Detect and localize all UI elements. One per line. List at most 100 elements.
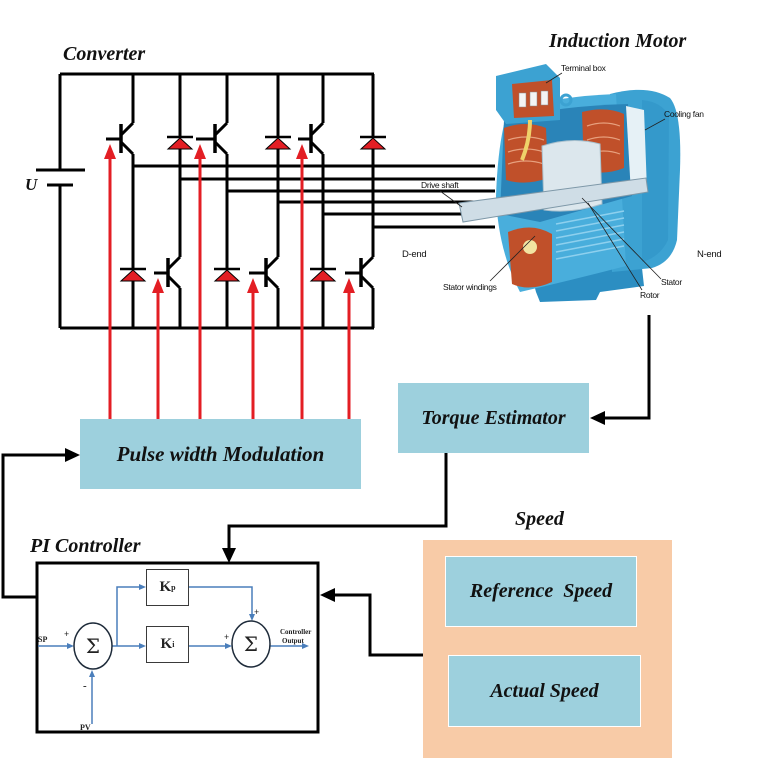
label-drive-shaft: Drive shaft: [421, 180, 459, 190]
arrowhead-into-pwm: [65, 448, 80, 462]
lower-diode-1: [119, 267, 147, 282]
transistor-collector-emitter-leads: [119, 121, 135, 156]
speed-title: Speed: [515, 508, 564, 530]
torque-estimator-block: Torque Estimator: [398, 383, 589, 453]
arrowhead-into-pi-top: [222, 548, 236, 563]
arrowhead-output: [302, 643, 309, 649]
connector-arrowheads: [65, 411, 605, 602]
inverter-leg-1: [106, 74, 194, 328]
pv-sign: -: [83, 680, 87, 692]
arrowhead-sum2-top: [249, 614, 255, 621]
stator-winding-lower: [508, 227, 552, 288]
gate-arrowhead: [194, 144, 206, 159]
pwm-block: Pulse width Modulation: [80, 419, 361, 489]
converter-title: Converter: [63, 43, 146, 65]
inverter-leg-2: [196, 74, 292, 328]
winding-end-ring: [523, 240, 537, 254]
ki-subscript: i: [172, 640, 175, 649]
gate-arrow-lower-1: [152, 278, 164, 419]
transistor-collector-emitter-leads: [359, 255, 375, 290]
leader-rotor: [587, 202, 643, 291]
gate-arrowhead: [104, 144, 116, 159]
gate-arrowhead: [343, 278, 355, 293]
gate-arrow-lower-2: [247, 278, 259, 419]
controller-output-label-line1: Controller: [280, 628, 311, 636]
pi-to-pwm-feedback-line: [1, 453, 66, 599]
arrowhead-into-torque-estimator: [590, 411, 605, 425]
label-rotor: Rotor: [640, 290, 660, 300]
terminals: [518, 90, 549, 108]
label-n-end: N-end: [697, 249, 721, 260]
gate-arrow-upper-3: [296, 144, 308, 419]
power-cable: [520, 119, 532, 161]
diode-triangle: [119, 269, 147, 282]
pv-label: PV: [80, 723, 91, 732]
fan-cover-shade: [642, 100, 669, 262]
leader-stator: [581, 197, 662, 280]
sum-symbol-2: Σ: [244, 632, 258, 656]
gate-arrowhead: [296, 144, 308, 159]
lower-diode-3: [309, 267, 337, 282]
label-cooling-fan: Cooling fan: [664, 109, 704, 119]
arrowhead-ki-in: [139, 643, 146, 649]
kp-subscript: p: [171, 583, 176, 592]
ki-sign: +: [224, 632, 229, 642]
label-terminal-box: Terminal box: [561, 63, 607, 73]
kp-to-sum2-line: [189, 586, 253, 615]
eye-bolt: [559, 93, 573, 107]
kp-sign: +: [254, 607, 259, 617]
transistor-collector-emitter-leads: [166, 255, 182, 290]
upper-diode-2: [264, 135, 292, 150]
transistor-collector-emitter-leads: [309, 121, 325, 156]
speed-to-pi-line: [333, 593, 423, 657]
actual-speed-block: Actual Speed: [448, 655, 641, 727]
leader-cooling-fan: [644, 118, 666, 131]
induction-motor-title: Induction Motor: [549, 30, 687, 52]
inverter-legs: [106, 74, 387, 328]
cooling-fan: [626, 106, 647, 194]
diode-triangle: [213, 269, 241, 282]
gate-arrowhead: [247, 278, 259, 293]
arrowhead-sum2-left: [225, 643, 232, 649]
pi-signal-lines: [38, 586, 303, 724]
gate-arrowhead: [152, 278, 164, 293]
transistor-collector-emitter-leads: [213, 121, 229, 156]
label-stator: Stator: [661, 277, 682, 287]
gate-arrow-upper-2: [194, 144, 206, 419]
signal-connectors: [1, 315, 651, 657]
lower-transistor-1: [154, 255, 182, 290]
sp-sign: +: [64, 629, 69, 639]
ki-symbol: K: [160, 636, 173, 652]
phase-output-lines: [133, 164, 495, 229]
sp-label: SP: [38, 635, 47, 644]
upper-transistor-1: [106, 121, 135, 156]
summing-junction-2: [231, 620, 271, 668]
upper-transistor-3: [298, 121, 325, 156]
upper-diode-1: [166, 135, 194, 150]
arrowhead-pv: [89, 670, 95, 677]
label-d-end: D-end: [402, 249, 426, 260]
torque-to-pi-line: [227, 453, 448, 550]
arrowhead-sp: [67, 643, 74, 649]
lower-diode-2: [213, 267, 241, 282]
label-stator-windings: Stator windings: [443, 282, 497, 292]
arrowhead-kp-in: [139, 584, 146, 590]
lower-transistor-3: [345, 255, 375, 290]
diode-triangle: [309, 269, 337, 282]
gate-arrow-lower-3: [343, 278, 355, 419]
summing-junction-1: [73, 622, 113, 670]
pi-arrowheads: [67, 584, 309, 677]
lower-transistor-2: [249, 255, 280, 290]
transistor-collector-emitter-leads: [264, 255, 280, 290]
gate-arrow-upper-1: [104, 144, 116, 419]
drive-shaft: [458, 177, 649, 223]
sum-symbol-1: Σ: [86, 634, 100, 658]
upper-transistor-2: [196, 121, 229, 156]
kp-symbol: K: [159, 579, 172, 595]
leader-stator-windings: [489, 235, 536, 282]
branch-to-kp-line: [116, 586, 141, 646]
